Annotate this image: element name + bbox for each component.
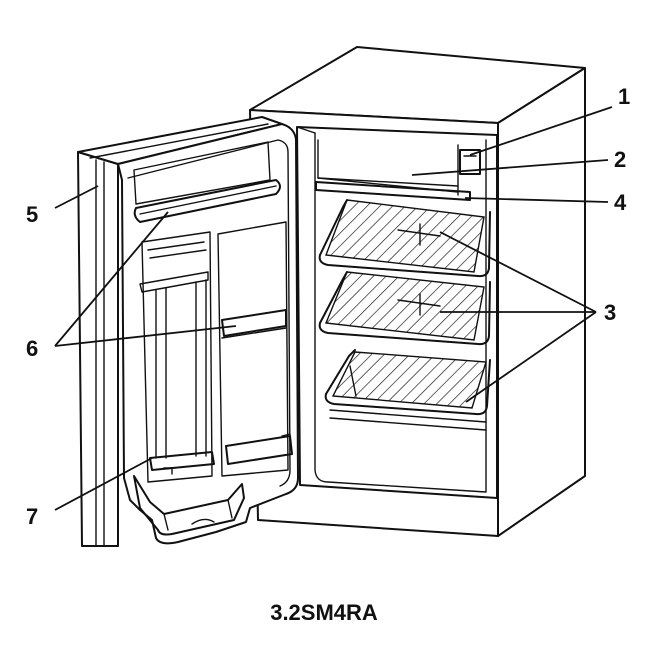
callout-1: 1 [618, 84, 630, 109]
freezer-compartment [315, 139, 471, 201]
shelf-middle [318, 271, 491, 346]
door-bottle-rack [139, 231, 215, 483]
callout-7: 7 [26, 504, 38, 529]
wire-shelves [318, 199, 491, 431]
leader-4 [464, 197, 609, 203]
callout-labels: 1 2 4 3 5 6 7 [26, 84, 630, 529]
door-bins [217, 221, 293, 477]
shelf-upper [318, 199, 491, 278]
door-shelf-top [133, 141, 281, 223]
leader-3c [465, 311, 597, 403]
leader-7 [54, 457, 153, 511]
leader-6a [54, 211, 169, 347]
callout-6: 6 [26, 336, 38, 361]
thermostat-control [459, 149, 481, 175]
callout-3: 3 [604, 300, 616, 325]
callout-2: 2 [614, 147, 626, 172]
leader-lines [54, 106, 613, 511]
door [77, 116, 299, 547]
leader-3a [439, 231, 597, 313]
model-caption: 3.2SM4RA [270, 600, 378, 625]
leader-5 [54, 185, 99, 209]
leader-6b [54, 325, 237, 347]
callout-5: 5 [26, 202, 38, 227]
shelf-lower [324, 349, 491, 416]
door-bottom-tray [133, 475, 245, 536]
leader-2 [411, 159, 609, 176]
callout-4: 4 [614, 190, 627, 215]
leader-1 [469, 106, 613, 156]
